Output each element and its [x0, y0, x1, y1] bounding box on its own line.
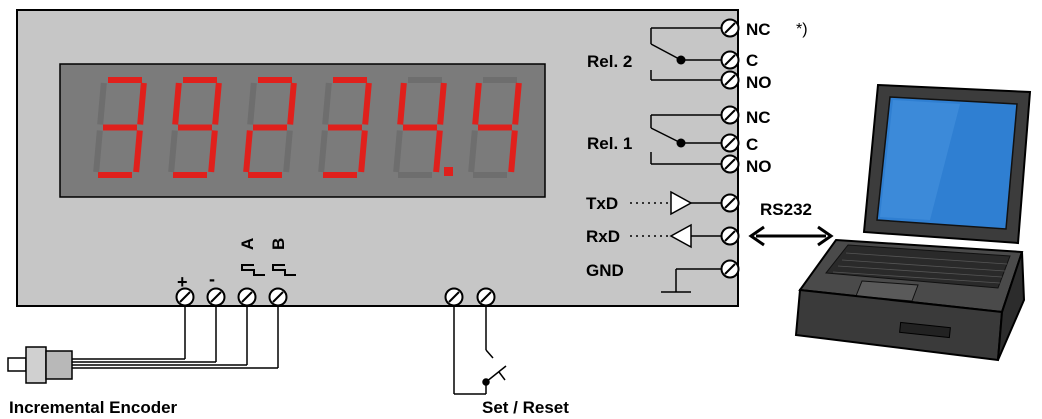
digit-6 [468, 77, 522, 178]
encoder-a-label-group: A [238, 238, 265, 276]
digit-2 [168, 77, 222, 178]
segment-b [512, 82, 522, 125]
gnd-label: GND [586, 261, 624, 280]
encoder-b-label: B [269, 238, 288, 250]
segment-b [437, 82, 447, 125]
encoder-device [7, 346, 73, 384]
rxd-label: RxD [586, 227, 620, 246]
relay-1-terminals [720, 105, 740, 174]
rel2-no-label: NO [746, 73, 772, 92]
segment-f [172, 82, 182, 125]
segment-f [247, 82, 257, 125]
segment-f [322, 82, 332, 125]
segment-e [393, 130, 403, 173]
relay-2-label: Rel. 2 [587, 52, 632, 71]
rs232-label: RS232 [760, 200, 812, 219]
segment-b [287, 82, 297, 125]
relay-1-label: Rel. 1 [587, 134, 632, 153]
encoder-caption: Incremental Encoder [9, 398, 178, 417]
encoder-a-label: A [238, 238, 257, 250]
segment-f [97, 82, 107, 125]
segment-e [93, 130, 103, 173]
segment-e [468, 130, 478, 173]
segment-f [397, 82, 407, 125]
segment-c [133, 130, 143, 173]
txd-label: TxD [586, 194, 618, 213]
segment-b [212, 82, 222, 125]
segment-f [472, 82, 482, 125]
rel1-c-label: C [746, 135, 758, 154]
segment-b [137, 82, 147, 125]
relay-2-terminals [720, 18, 740, 90]
segment-b [362, 82, 372, 125]
segment-e [318, 130, 328, 173]
rel2-nc-label: NC [746, 20, 771, 39]
rel1-nc-label: NC [746, 108, 771, 127]
segment-c [208, 130, 218, 173]
set-reset-switch [453, 306, 507, 395]
digit-3 [243, 77, 297, 178]
rs232-link: RS232 [748, 200, 834, 247]
digit-5 [393, 77, 453, 178]
digit-4 [318, 77, 372, 178]
segment-c [283, 130, 293, 173]
relay-2: Rel. 2 [587, 27, 721, 81]
encoder-b-label-group: B [269, 238, 296, 276]
serial-interface: TxD RxD GND [586, 190, 721, 293]
serial-terminals [720, 193, 740, 279]
set-reset-caption: Set / Reset [482, 398, 569, 417]
encoder-plus-label: + [177, 272, 188, 292]
segment-c [433, 130, 443, 173]
segment-e [243, 130, 253, 173]
rel2-c-label: C [746, 51, 758, 70]
footnote-mark: *) [796, 21, 808, 38]
segment-c [508, 130, 518, 173]
rel1-no-label: NO [746, 157, 772, 176]
decimal-point [444, 167, 453, 176]
laptop-icon [794, 83, 1032, 362]
relay-1: Rel. 1 [587, 114, 721, 165]
seven-segment-digits [93, 77, 522, 178]
segment-e [168, 130, 178, 173]
encoder-wiring [70, 306, 279, 369]
segment-c [358, 130, 368, 173]
encoder-minus-label: - [209, 269, 215, 289]
digit-1 [93, 77, 147, 178]
